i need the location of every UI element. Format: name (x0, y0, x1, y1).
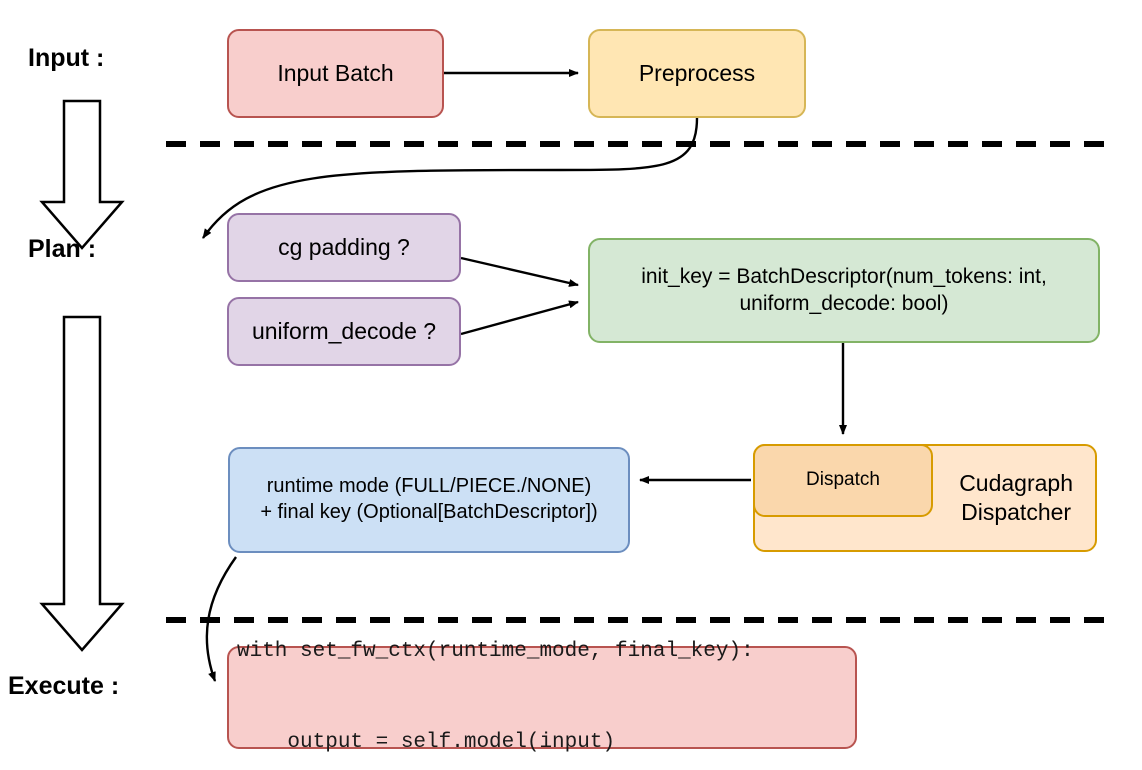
node-runtime-mode-line1: runtime mode (FULL/PIECE./NONE) (266, 475, 592, 498)
node-init-key[interactable]: init_key = BatchDescriptor(num_tokens: i… (588, 238, 1100, 343)
node-code-block-line1: with set_fw_ctx(runtime_mode, final_key)… (237, 639, 754, 663)
node-dispatch[interactable]: Dispatch (753, 444, 933, 517)
node-runtime-mode[interactable]: runtime mode (FULL/PIECE./NONE) + final … (228, 447, 630, 553)
input-to-plan-arrow (39, 99, 125, 250)
uniform-decode-to-init-key (460, 300, 579, 336)
node-preprocess[interactable]: Preprocess (588, 29, 806, 118)
node-init-key-line2: uniform_decode: bool) (739, 291, 949, 315)
node-code-block-line2: output = self.model(input) (237, 730, 616, 754)
plan-to-execute-arrow (39, 315, 125, 652)
node-cudagraph-dispatcher-line2: Dispatcher (961, 499, 1072, 525)
stage-label-input: Input : (28, 44, 105, 72)
node-runtime-mode-line2: + final key (Optional[BatchDescriptor]) (260, 501, 598, 523)
node-cudagraph-dispatcher-line1: Cudagraph (959, 469, 1073, 496)
cg-padding-to-init-key (460, 256, 579, 287)
node-uniform-decode[interactable]: uniform_decode ? (227, 297, 461, 366)
node-input-batch[interactable]: Input Batch (227, 29, 444, 118)
stage-label-plan: Plan : (28, 235, 97, 263)
stage-label-execute: Execute : (8, 672, 120, 700)
node-cg-padding[interactable]: cg padding ? (227, 213, 461, 282)
node-code-block[interactable]: with set_fw_ctx(runtime_mode, final_key)… (227, 640, 857, 754)
node-init-key-line1: init_key = BatchDescriptor(num_tokens: i… (641, 264, 1047, 288)
